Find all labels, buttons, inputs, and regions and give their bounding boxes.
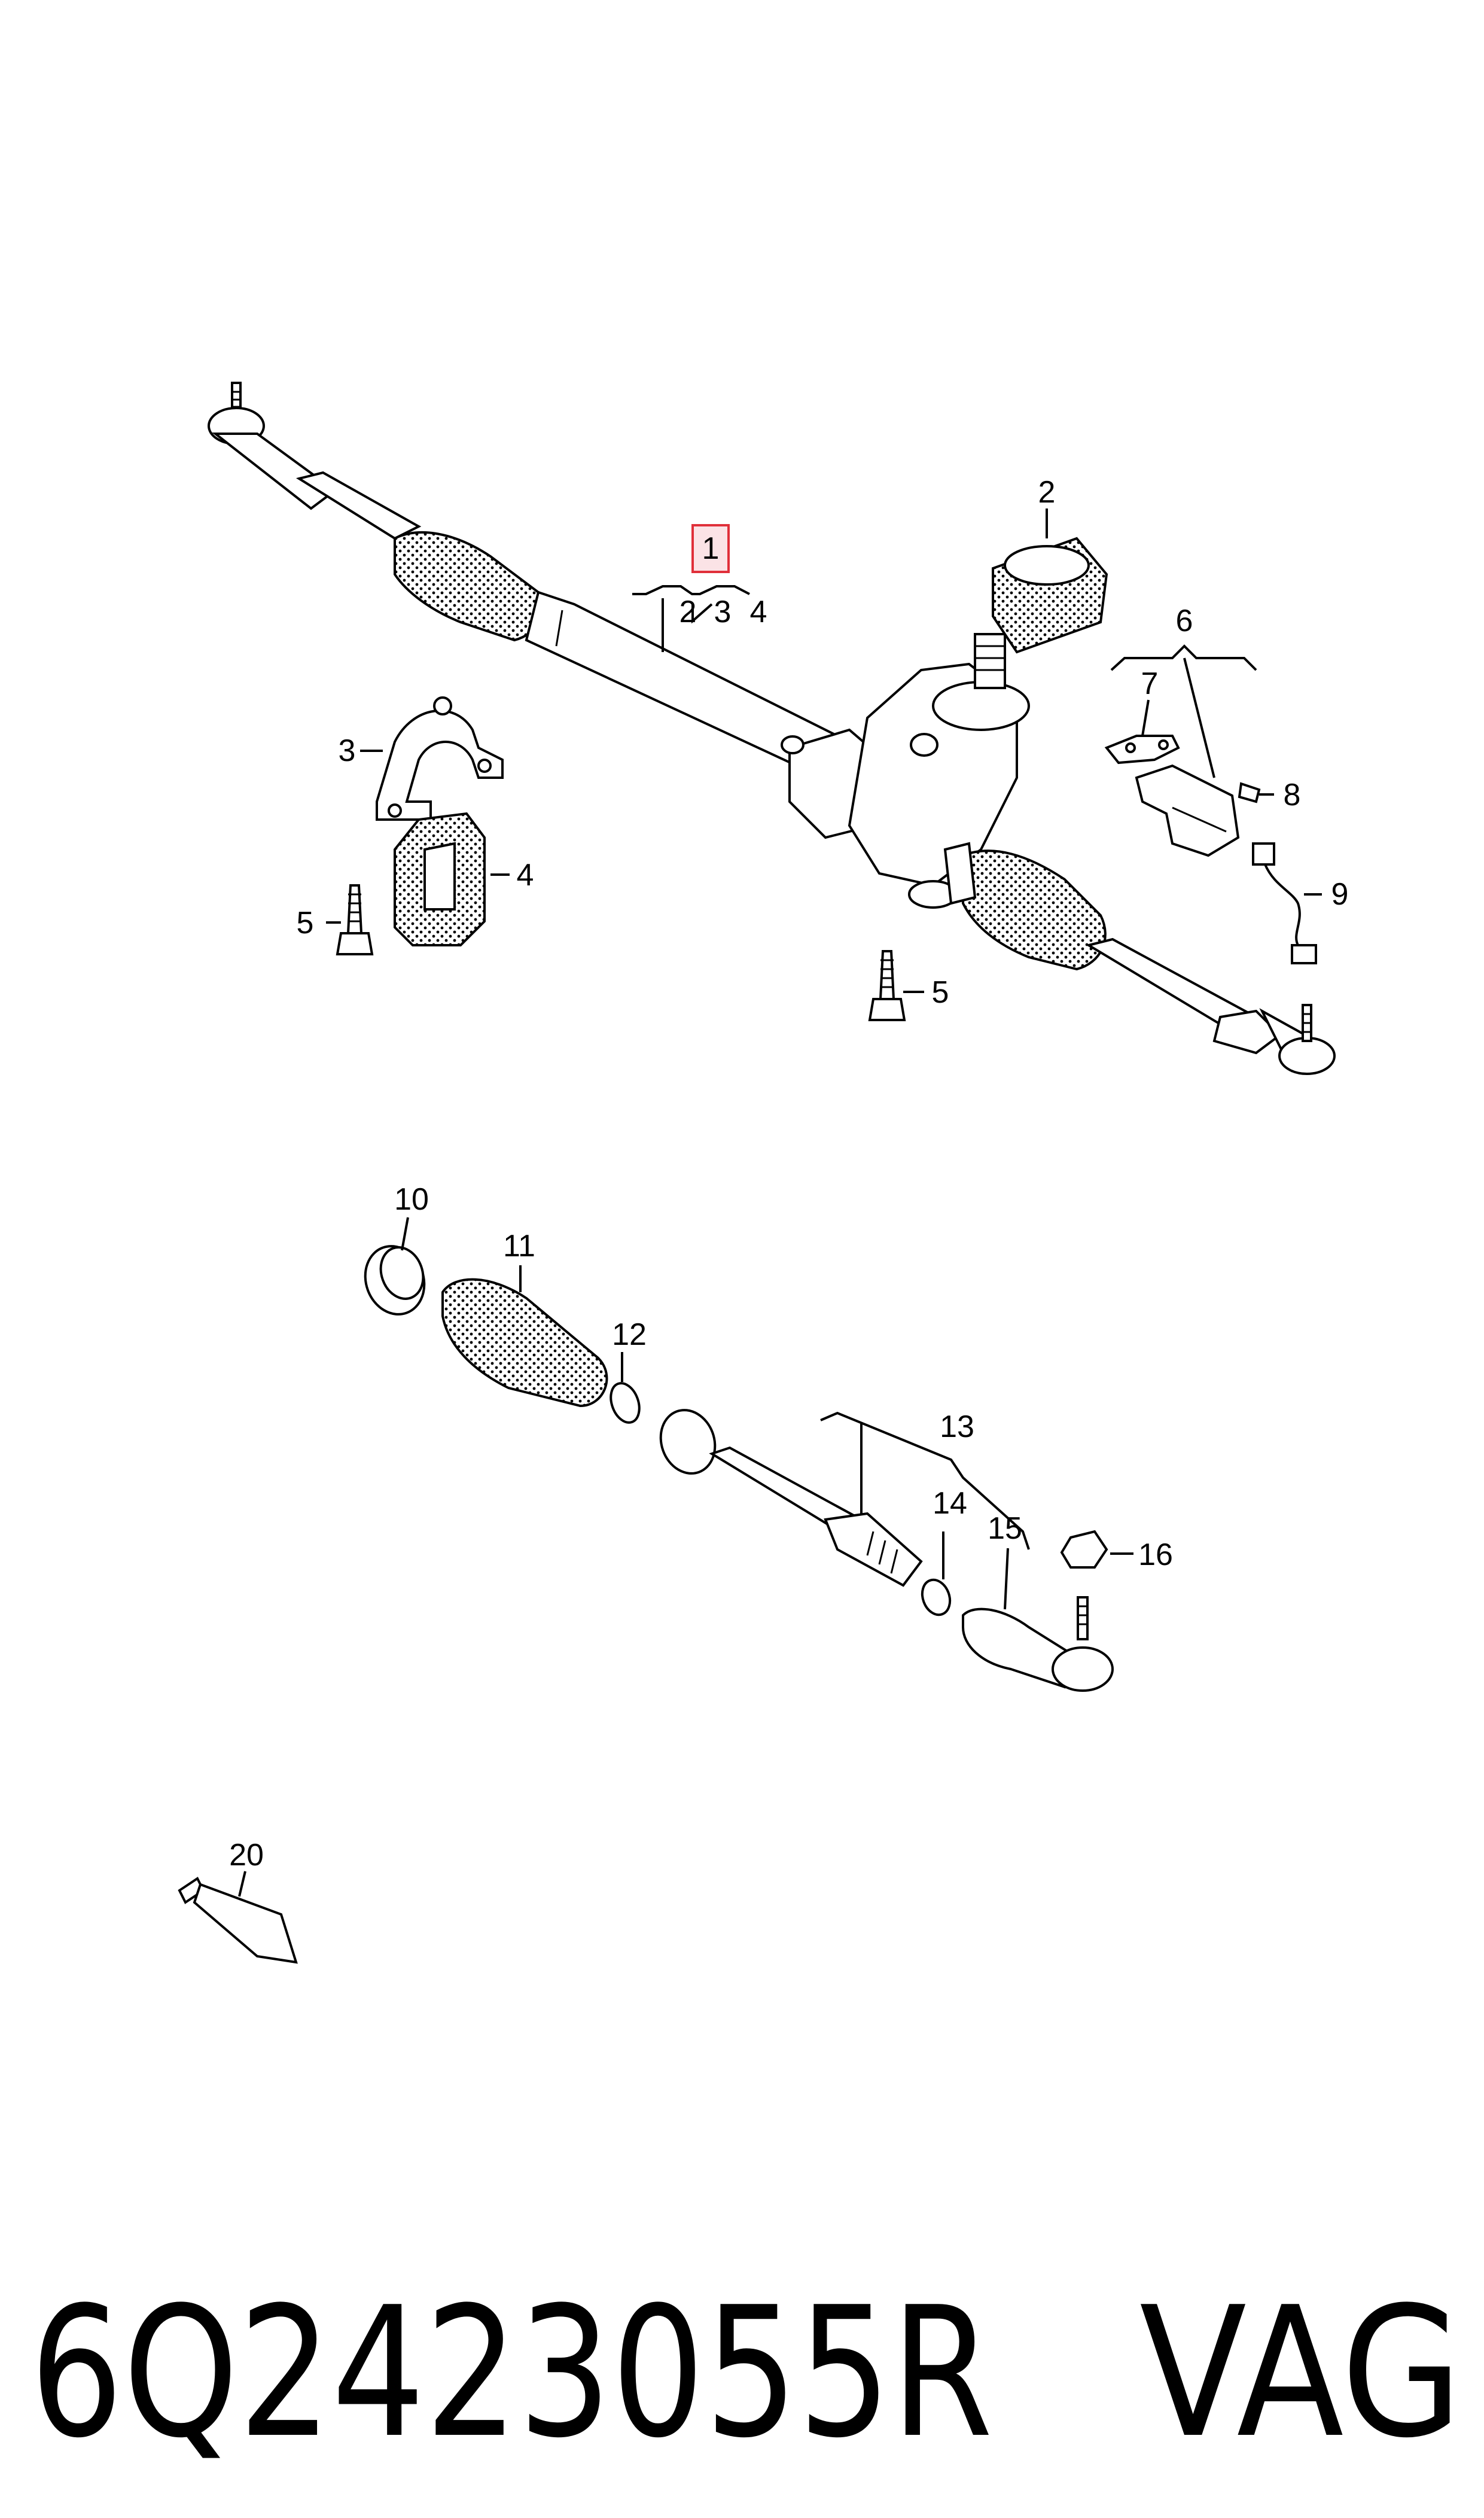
screw-part <box>1238 782 1261 803</box>
callout-3[interactable]: 3 <box>339 733 356 768</box>
callout-4[interactable]: 4 <box>517 858 534 893</box>
outer-tie-rod-end-part <box>962 1596 1114 1692</box>
bolt-part-right <box>868 950 906 1021</box>
steering-gear-body <box>781 633 1030 909</box>
gasket-part <box>1104 735 1180 765</box>
callout-11[interactable]: 11 <box>503 1229 535 1263</box>
clamp-bracket-part <box>376 696 504 821</box>
small-clamp-part <box>610 1382 641 1424</box>
brand-name: VAG <box>1139 2269 1462 2477</box>
wiring-harness-part <box>1252 842 1317 964</box>
nut-part-16 <box>1060 1530 1108 1569</box>
callout-2[interactable]: 2 <box>1038 475 1056 510</box>
mounting-rubber-part <box>992 537 1108 654</box>
nut-part-14 <box>921 1578 952 1616</box>
callout-20[interactable]: 20 <box>229 1838 264 1872</box>
callout-1-sub-4: 4 <box>750 595 767 629</box>
callout-15[interactable]: 15 <box>988 1511 1022 1546</box>
inner-tie-rod-part <box>659 1409 923 1587</box>
callout-1-sub-2: 2 <box>679 595 697 629</box>
callout-1-highlight <box>691 524 730 573</box>
gaiter-part <box>441 1278 608 1408</box>
leader-lines <box>238 509 1322 1897</box>
callout-13[interactable]: 13 <box>940 1409 974 1444</box>
callout-7[interactable]: 7 <box>1141 666 1159 701</box>
callout-5-left[interactable]: 5 <box>297 906 314 940</box>
right-gaiter <box>943 842 1107 971</box>
callout-6[interactable]: 6 <box>1176 604 1193 638</box>
callout-8[interactable]: 8 <box>1284 778 1301 812</box>
callout-1[interactable]: 1 <box>702 531 720 566</box>
steering-rack-assembly <box>208 382 1336 1075</box>
callout-16[interactable]: 16 <box>1138 1537 1173 1572</box>
clamp-ring-part <box>364 1245 426 1316</box>
grease-tube-part <box>178 1877 298 1964</box>
bolt-part-left <box>336 884 374 955</box>
callout-12[interactable]: 12 <box>612 1317 647 1352</box>
callout-1-sub-3: 3 <box>714 595 732 629</box>
callout-14[interactable]: 14 <box>933 1486 967 1521</box>
callout-5-right[interactable]: 5 <box>932 975 949 1010</box>
callout-10[interactable]: 10 <box>394 1182 429 1217</box>
callout-9[interactable]: 9 <box>1331 877 1349 912</box>
left-tie-rod-end <box>208 382 422 540</box>
rubber-bush-part <box>394 812 486 946</box>
part-number: 6Q2423055R <box>30 2269 993 2477</box>
left-gaiter <box>394 531 544 642</box>
right-tie-rod <box>1085 937 1336 1075</box>
control-unit-part <box>1135 764 1240 857</box>
